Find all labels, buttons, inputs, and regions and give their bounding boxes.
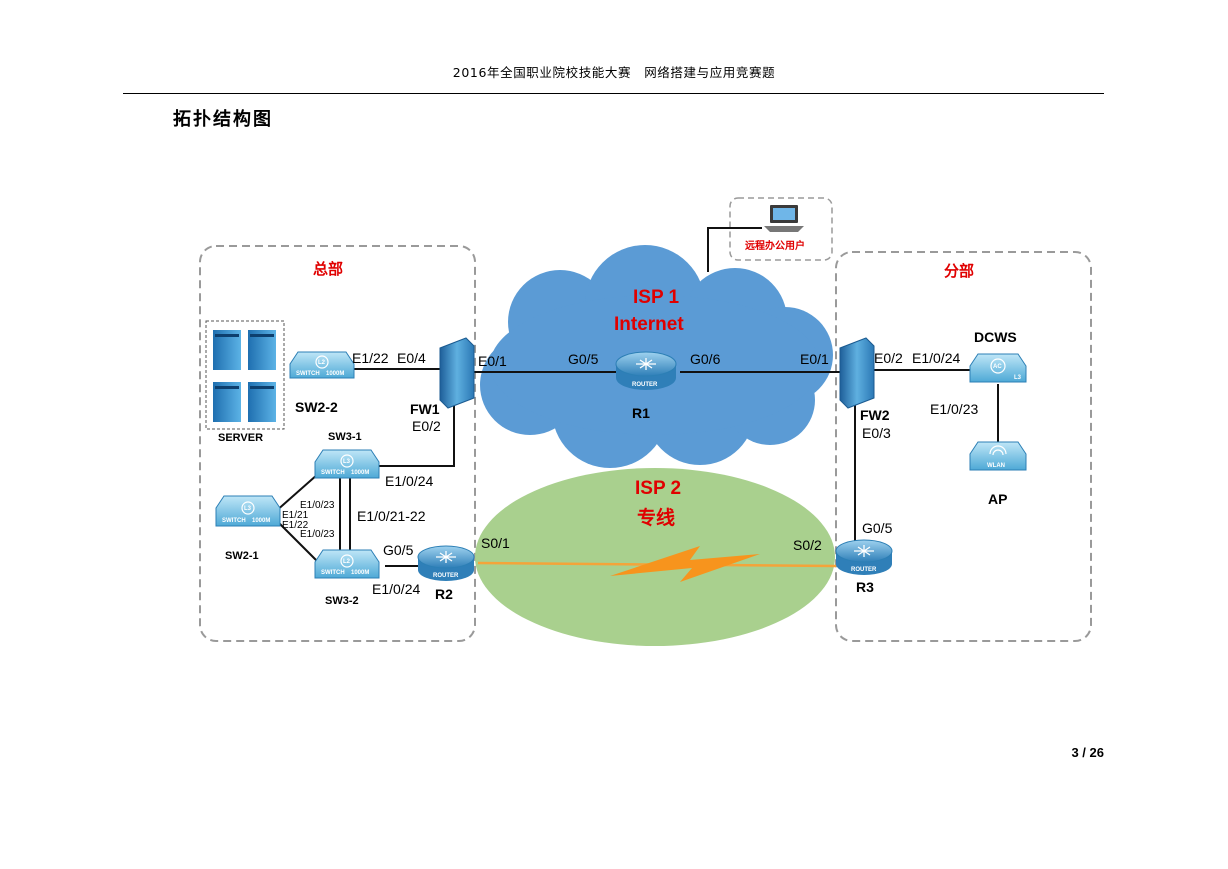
isp1-title: ISP 1 — [633, 287, 680, 308]
port-label: G0/5 — [383, 542, 414, 558]
sw2-1-switch-icon: L3 SWITCH 1000M — [215, 495, 281, 527]
svg-text:ROUTER: ROUTER — [632, 382, 658, 388]
svg-text:L3: L3 — [1014, 375, 1022, 381]
svg-text:ROUTER: ROUTER — [851, 567, 877, 573]
svg-text:WLAN: WLAN — [987, 463, 1005, 469]
port-label: E1/22 — [282, 520, 309, 531]
fw2-firewall-icon — [839, 337, 875, 409]
hq-zone-box — [199, 245, 476, 642]
svg-text:1000M: 1000M — [351, 470, 369, 476]
server-icon — [213, 330, 276, 422]
dcws-label: DCWS — [974, 329, 1017, 345]
port-label: E0/2 — [412, 418, 441, 434]
r3-label: R3 — [856, 579, 874, 595]
svg-text:1000M: 1000M — [252, 518, 270, 524]
r2-router-icon: ROUTER — [417, 545, 475, 581]
port-label: E1/0/23 — [930, 401, 978, 417]
port-label: E0/3 — [862, 425, 891, 441]
remote-user-box — [729, 197, 833, 261]
svg-text:L2: L2 — [318, 360, 326, 366]
sw3-1-label: SW3-1 — [328, 431, 362, 443]
ap-wlan-icon: WLAN — [969, 441, 1027, 471]
hq-zone-label: 总部 — [313, 260, 343, 278]
serial-lightning — [610, 546, 760, 582]
port-label: G0/5 — [862, 520, 893, 536]
sw2-2-label: SW2-2 — [295, 399, 338, 415]
page-number: 3 / 26 — [1071, 745, 1104, 760]
sw2-1-label: SW2-1 — [225, 550, 259, 562]
port-label: E1/0/24 — [912, 350, 960, 366]
port-label: S0/2 — [793, 537, 822, 553]
section-title: 拓扑结构图 — [173, 109, 273, 130]
remote-user-label: 远程办公用户 — [745, 239, 805, 252]
port-label: E1/0/23 — [300, 529, 335, 540]
links — [274, 227, 999, 567]
r1-label: R1 — [632, 405, 650, 421]
sw3-2-label: SW3-2 — [325, 595, 359, 607]
server-group-box — [205, 320, 285, 430]
port-label: G0/5 — [568, 351, 599, 367]
sw3-1-switch-icon: L3 SWITCH 1000M — [314, 449, 380, 479]
port-label: E1/0/24 — [385, 473, 433, 489]
fw1-firewall-icon — [439, 337, 475, 409]
port-label: E0/1 — [800, 351, 829, 367]
sw2-2-switch-icon: L2 SWITCH 1000M — [289, 351, 355, 379]
isp2-cloud — [475, 468, 835, 646]
page-header: 2016年全国职业院校技能大赛 网络搭建与应用竞赛题 — [452, 65, 776, 80]
port-label: G0/6 — [690, 351, 721, 367]
r3-router-icon: ROUTER — [835, 539, 893, 575]
r1-router-icon: ROUTER — [615, 351, 677, 390]
header-rule — [123, 93, 1104, 94]
port-label: E1/21 — [282, 510, 309, 521]
svg-text:ROUTER: ROUTER — [433, 573, 459, 579]
link-cloud-remote — [707, 227, 762, 272]
svg-text:1000M: 1000M — [326, 371, 344, 377]
svg-text:SWITCH: SWITCH — [222, 518, 246, 524]
svg-text:L3: L3 — [244, 506, 252, 512]
svg-text:SWITCH: SWITCH — [321, 470, 345, 476]
r2-label: R2 — [435, 586, 453, 602]
svg-text:SWITCH: SWITCH — [296, 371, 320, 377]
dcws-ac-icon: AC L3 — [969, 353, 1027, 383]
port-label: E1/0/24 — [372, 581, 420, 597]
isp2-title: ISP 2 — [635, 478, 681, 499]
link-sw21-sw32 — [274, 518, 319, 563]
branch-zone-box — [835, 251, 1092, 642]
server-label: SERVER — [218, 432, 263, 444]
port-label: E1/22 — [352, 350, 389, 366]
port-label: E0/4 — [397, 350, 426, 366]
ap-label: AP — [988, 491, 1007, 507]
isp1-subtitle: Internet — [614, 314, 684, 335]
fw1-label: FW1 — [410, 401, 440, 417]
port-label: E0/1 — [478, 353, 507, 369]
laptop-icon — [764, 205, 804, 232]
isp2-subtitle: 专线 — [637, 506, 675, 529]
svg-text:SWITCH: SWITCH — [321, 570, 345, 576]
svg-text:AC: AC — [993, 364, 1002, 370]
port-label: E1/0/23 — [300, 500, 335, 511]
link-sw21-sw31 — [274, 473, 319, 513]
svg-text:L3: L3 — [343, 459, 351, 465]
link-fw1-sw31 — [376, 405, 455, 467]
svg-text:1000M: 1000M — [351, 570, 369, 576]
port-label: E0/2 — [874, 350, 903, 366]
port-label: S0/1 — [481, 535, 510, 551]
sw3-2-switch-icon: L2 SWITCH 1000M — [314, 549, 380, 579]
svg-text:L2: L2 — [343, 559, 351, 565]
branch-zone-label: 分部 — [944, 262, 974, 280]
port-label: E1/0/21-22 — [357, 508, 426, 524]
fw2-label: FW2 — [860, 407, 890, 423]
